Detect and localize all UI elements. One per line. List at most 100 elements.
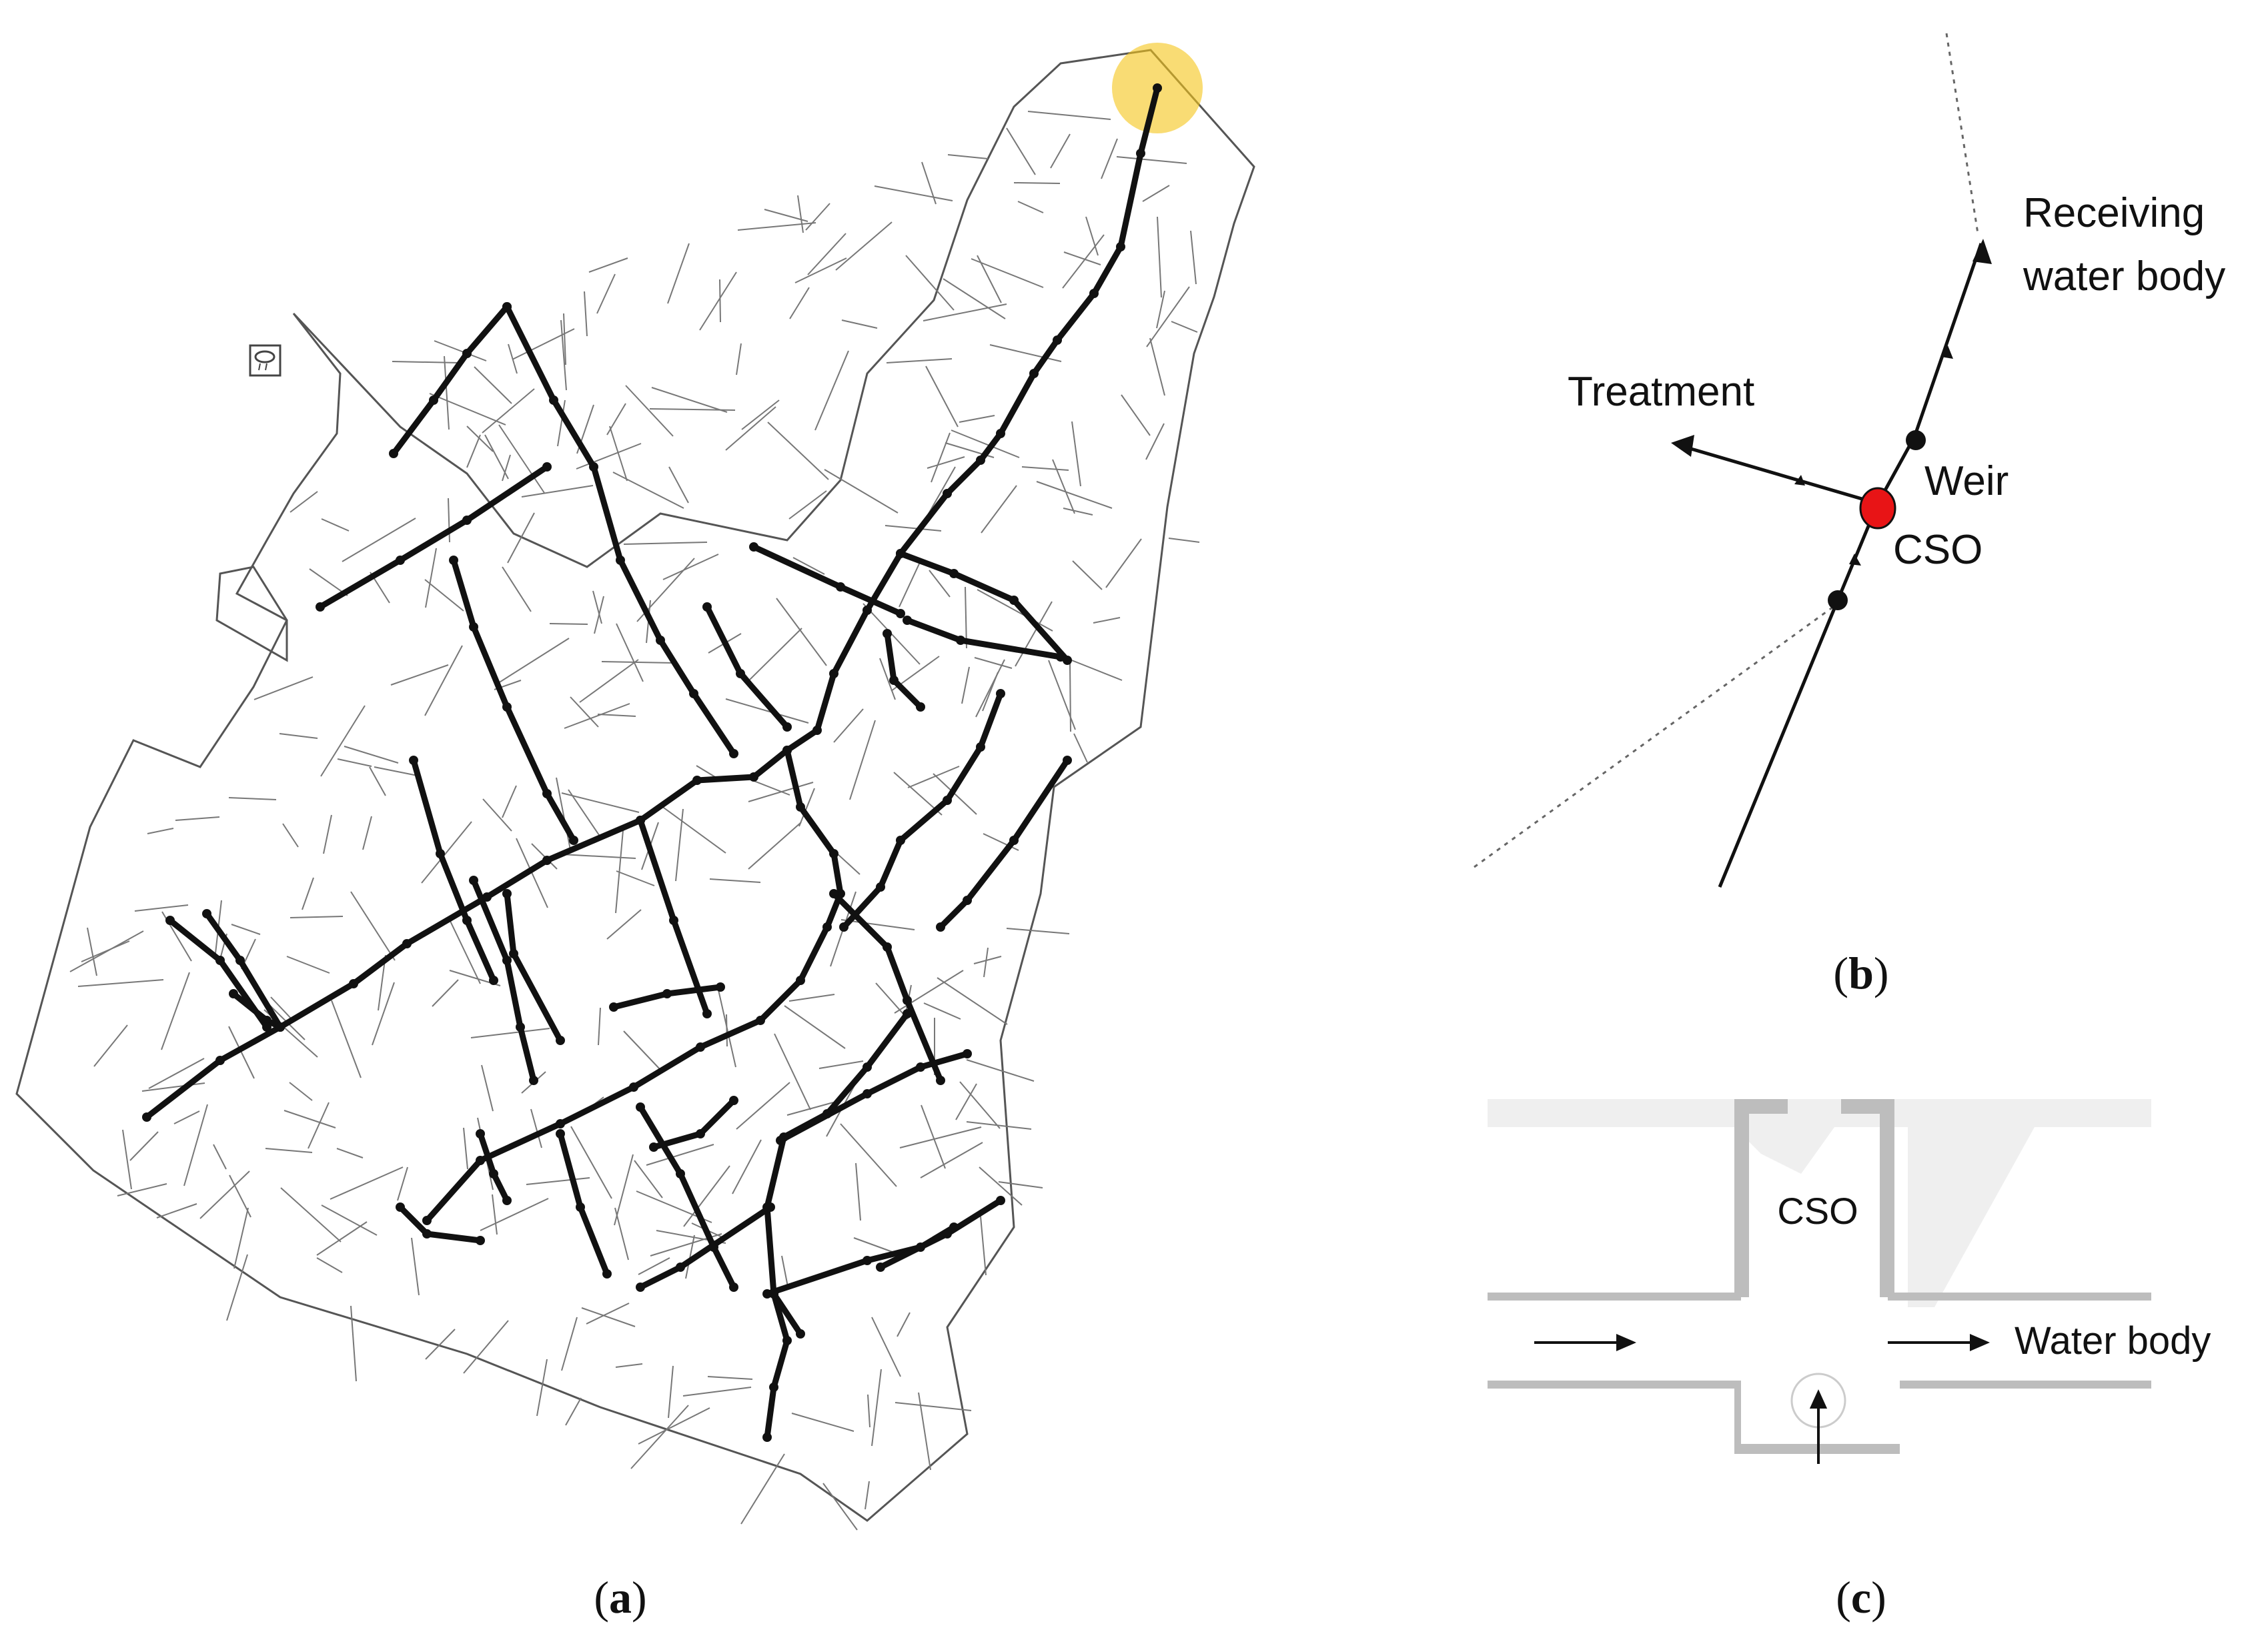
label-cso-chamber: CSO <box>1777 1190 1858 1232</box>
sewer-node <box>836 889 845 898</box>
cell-edge <box>784 1005 846 1049</box>
sewer-node <box>996 429 1005 438</box>
sewer-node <box>462 516 472 525</box>
cell-edge <box>966 1059 1035 1082</box>
sewer-node <box>976 742 985 752</box>
cell-edge <box>609 426 628 482</box>
sewer-node <box>762 1433 772 1442</box>
cell-edge <box>175 816 220 821</box>
cell-edge <box>448 498 450 543</box>
cell-edge <box>226 1254 248 1321</box>
cell-edge <box>741 399 780 430</box>
pipe-segment <box>884 630 924 710</box>
cell-edge <box>390 664 449 686</box>
pipe-bottom-with-sump <box>1488 1381 2151 1454</box>
sewer-node <box>502 956 512 965</box>
sewer-node <box>1116 242 1125 251</box>
cell-edge <box>1048 660 1076 730</box>
sewer-node <box>949 569 959 578</box>
pipe-top-left <box>1488 1293 1741 1301</box>
ground-surface <box>1488 1099 2151 1307</box>
cell-edge <box>482 798 512 832</box>
cell-edge <box>432 979 459 1007</box>
cell-edge <box>411 1237 420 1296</box>
sewer-node <box>956 636 965 645</box>
cell-edge <box>156 1203 197 1218</box>
cell-edge <box>959 1081 1001 1129</box>
sewer-node <box>736 669 745 678</box>
sewer-node <box>916 702 925 712</box>
cell-edge <box>1149 337 1165 396</box>
cell-edge <box>290 491 318 513</box>
cell-edge <box>606 403 626 436</box>
cell-edge <box>927 456 965 469</box>
cell-edge <box>253 676 314 700</box>
pipe-segment <box>397 1204 484 1244</box>
cell-edge <box>625 385 674 437</box>
cell-edge <box>1085 216 1099 256</box>
cell-edge <box>484 434 509 480</box>
cell-edge <box>871 1369 882 1447</box>
cell-edge <box>855 1162 861 1221</box>
cell-edge <box>1190 230 1197 285</box>
sewer-node <box>883 629 892 638</box>
cell-edge <box>933 773 977 815</box>
sewer-node <box>782 1336 792 1345</box>
sewer-node <box>676 1169 685 1178</box>
sewer-node <box>235 956 245 965</box>
panel-a-network-map: (a) <box>15 43 1255 1623</box>
label-receiving-2: water body <box>2023 253 2225 299</box>
sewer-node <box>749 772 758 782</box>
receiving-arrowhead <box>1972 239 1992 264</box>
cell-edge <box>563 313 566 365</box>
cell-edge <box>1105 538 1142 588</box>
cell-edge <box>977 589 1053 632</box>
cell-edge <box>1168 538 1200 543</box>
pipe-segment <box>167 917 270 1030</box>
sewer-node <box>402 939 412 948</box>
sewer-node <box>676 1263 685 1272</box>
sewer-node <box>142 1112 151 1122</box>
cell-edge <box>717 986 736 1068</box>
cell-edge <box>231 924 261 935</box>
cell-edge <box>173 1110 200 1124</box>
cell-edge <box>1072 560 1103 590</box>
sewer-node <box>1029 369 1039 378</box>
cell-edge <box>974 657 1013 669</box>
sewer-node <box>729 1096 738 1105</box>
pipe-top-right <box>1888 1293 2151 1301</box>
cell-edge <box>309 568 348 596</box>
cell-edge <box>350 1305 357 1382</box>
sewer-node <box>509 949 518 958</box>
cell-edge <box>841 319 878 329</box>
cell-edge <box>983 947 989 978</box>
cell-edge <box>921 1104 946 1169</box>
junction-weir <box>1906 430 1926 450</box>
cell-edge <box>931 432 951 483</box>
cell-edge <box>586 1303 630 1325</box>
sewer-node <box>963 896 972 905</box>
cell-edge <box>1171 321 1198 333</box>
cell-edge <box>979 1166 1023 1206</box>
sewer-node <box>389 449 398 458</box>
sewer-node <box>516 1022 525 1032</box>
sewer-node <box>976 456 985 465</box>
cell-edge <box>973 956 1002 964</box>
cell-edge <box>658 804 726 854</box>
sewer-node <box>502 889 512 898</box>
sewer-node <box>542 462 552 472</box>
cell-edge <box>282 823 299 848</box>
pipe-segment <box>650 1097 737 1150</box>
cell-edge <box>833 708 864 743</box>
catchment-boundary <box>15 49 1255 1522</box>
sewer-node <box>762 1289 772 1299</box>
cell-edge <box>905 255 955 311</box>
sewer-node <box>636 1102 645 1112</box>
cell-edge <box>923 1002 961 1020</box>
cell-edge <box>959 415 995 423</box>
cell-edge <box>897 1312 911 1337</box>
outflow-arrowhead <box>1970 1333 1991 1352</box>
cell-edge <box>561 1317 578 1371</box>
cell-edge <box>321 1204 378 1236</box>
sewer-nodes <box>142 83 1162 1442</box>
